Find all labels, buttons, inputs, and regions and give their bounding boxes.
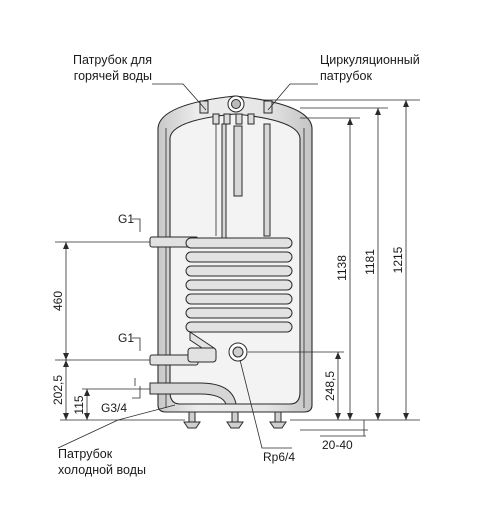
dim-1138: 1138: [335, 255, 349, 281]
feet: [183, 411, 287, 429]
dim-460: 460: [51, 291, 65, 311]
dim-1181: 1181: [363, 249, 377, 275]
flange: [228, 342, 248, 362]
dim-248-5: 248,5: [323, 371, 337, 401]
dimension-ticks: [63, 100, 409, 420]
dim-202-5: 202,5: [51, 375, 65, 405]
dim-1215: 1215: [391, 246, 405, 273]
label-hot-water-2: горячей воды: [74, 69, 152, 83]
cold-inlet-pipe: [149, 382, 237, 405]
label-cold-water-2: холодной воды: [58, 463, 146, 477]
label-circulation-2: патрубок: [320, 69, 372, 83]
dim-20-40: 20-40: [322, 438, 353, 452]
dim-115: 115: [72, 395, 86, 414]
label-cold-conn: G3/4: [101, 401, 127, 415]
heating-coil: [149, 236, 293, 366]
label-coil-bottom-g1: G1: [118, 331, 134, 345]
label-circulation-1: Циркуляционный: [320, 53, 420, 67]
top-connectors: [199, 95, 273, 125]
label-hot-water-1: Патрубок для: [73, 53, 152, 67]
label-coil-top-g1: G1: [118, 212, 134, 226]
label-cold-water-1: Патрубок: [58, 447, 113, 461]
label-flange: Rp6/4: [263, 450, 295, 464]
